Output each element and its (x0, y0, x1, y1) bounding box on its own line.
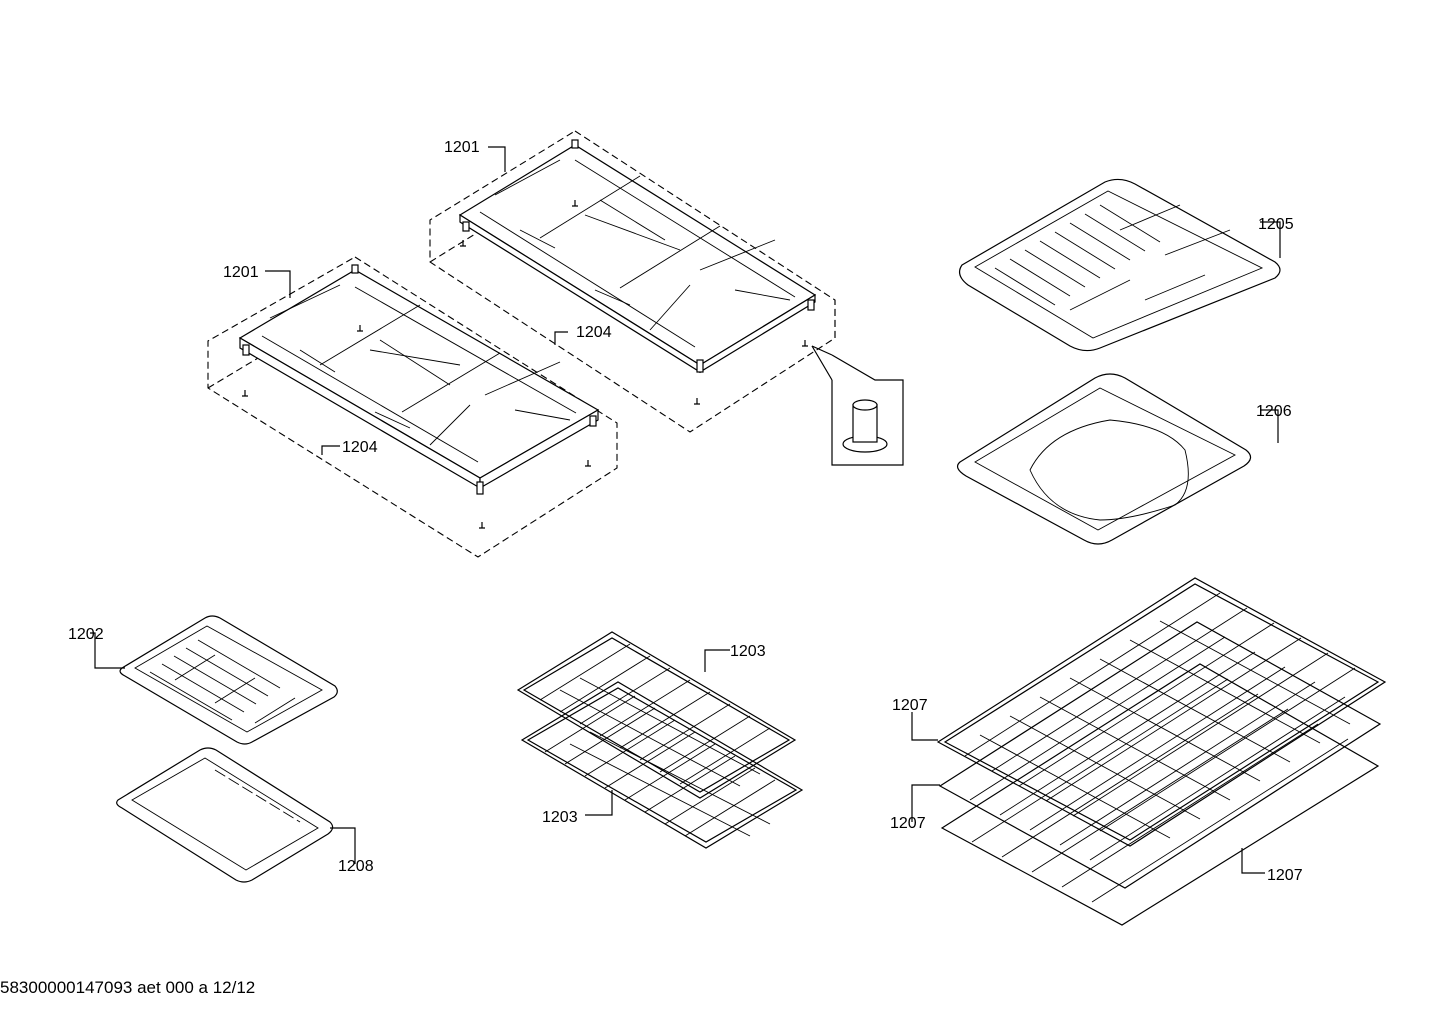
label-1207-top: 1207 (892, 697, 928, 714)
label-1202: 1202 (68, 626, 104, 643)
label-1207-bottom: 1207 (1267, 867, 1303, 884)
leader-lines (90, 146, 1281, 874)
rack-1207-middle (938, 621, 1382, 889)
grate-top-dashed-frame (429, 130, 836, 433)
grate-left (238, 264, 600, 495)
grate-left-screws (242, 325, 591, 529)
label-1203-lower: 1203 (542, 809, 578, 826)
broiler-pan-large (958, 178, 1281, 352)
label-1204-left: 1204 (342, 439, 378, 456)
foot-detail-inset (811, 345, 904, 466)
grate-left-feet (242, 264, 597, 495)
roasting-pan (956, 373, 1252, 545)
grate-top (458, 139, 817, 374)
label-1201-left: 1201 (223, 264, 259, 281)
label-1208: 1208 (338, 858, 374, 875)
rack-1203-lower (520, 681, 804, 849)
grate-top-feet (462, 139, 815, 373)
small-pan (116, 747, 334, 883)
rack-1207-bottom (940, 663, 1380, 926)
label-1206: 1206 (1256, 403, 1292, 420)
label-1203-upper: 1203 (730, 643, 766, 660)
grate-left-dashed-frame (207, 256, 618, 558)
label-1207-middle: 1207 (890, 815, 926, 832)
rack-1207-top (936, 577, 1387, 847)
label-1201-top: 1201 (444, 139, 480, 156)
document-id-footer: 58300000147093 aet 000 a 12/12 (0, 978, 256, 997)
label-1204-top: 1204 (576, 324, 612, 341)
label-1205: 1205 (1258, 216, 1294, 233)
broiler-pan-small (119, 615, 338, 745)
grate-top-screws (460, 200, 808, 405)
